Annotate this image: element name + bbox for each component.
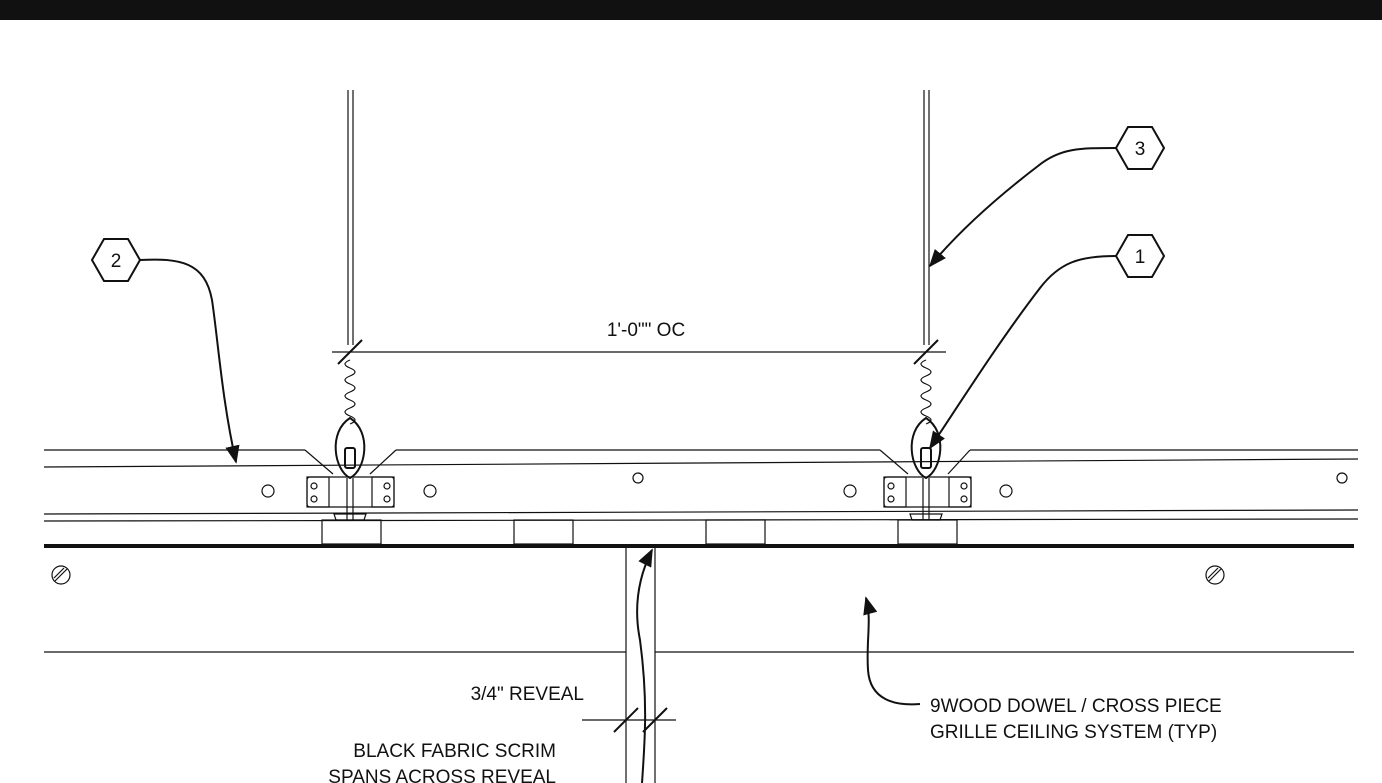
wire-twist-left (344, 359, 356, 425)
scrim-note-line1: BLACK FABRIC SCRIM (353, 741, 556, 762)
bolt-holes (261, 472, 1348, 498)
callout-leader-3 (928, 147, 1117, 268)
grille-note-line2: GRILLE CEILING SYSTEM (TYP) (930, 722, 1217, 743)
callout-tag-3: 3 (1114, 126, 1166, 170)
reveal-dimension (582, 707, 676, 733)
grille-note-line1: 9WOOD DOWEL / CROSS PIECE (930, 696, 1222, 717)
spacing-dimension (332, 339, 946, 365)
grille-leader (863, 596, 921, 706)
callout-tag-1: 1 (1114, 234, 1166, 278)
main-runner-rail (43, 449, 1359, 522)
callout-number-2: 2 (111, 251, 122, 272)
hanger-wire-left (347, 90, 354, 345)
scrim-leader (636, 548, 653, 783)
scrim-note-line2: SPANS ACROSS REVEAL (328, 767, 556, 783)
callout-number-1: 1 (1135, 247, 1146, 268)
callout-leader-1 (929, 255, 1117, 450)
wood-dowels (44, 548, 1354, 783)
reveal-dimension-label: 3/4" REVEAL (471, 684, 584, 705)
hanger-clip-left (306, 416, 395, 521)
screw-heads (51, 565, 1225, 585)
callout-number-3: 3 (1135, 139, 1146, 160)
top-border-bar (0, 0, 1382, 20)
spacing-dimension-label: 1'-0"" OC (607, 320, 685, 341)
callout-leader-2 (139, 258, 240, 464)
cross-pieces (321, 519, 958, 545)
hanger-wire-right (923, 90, 930, 345)
wire-twist-right (920, 359, 932, 425)
hanger-clip-right (883, 416, 972, 521)
callout-tag-2: 2 (90, 238, 142, 282)
